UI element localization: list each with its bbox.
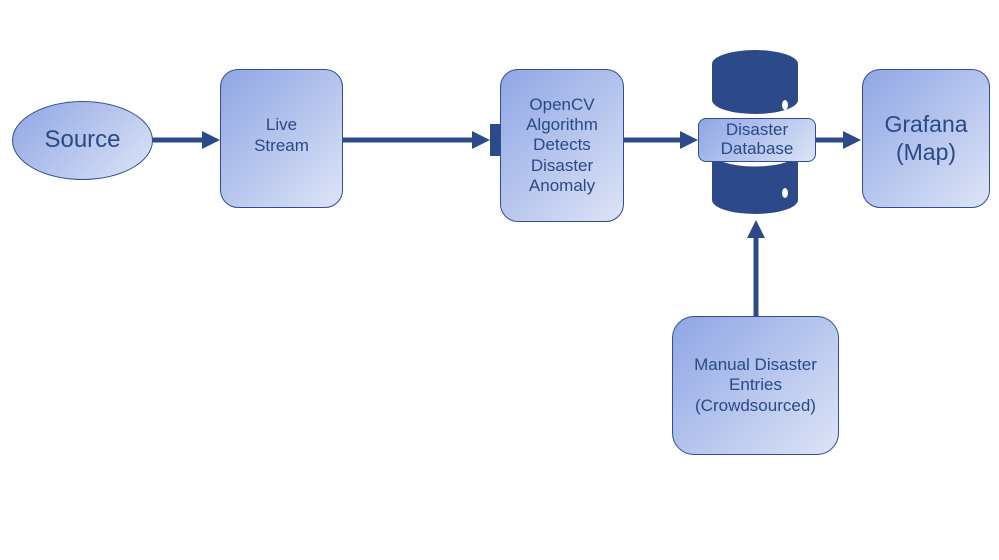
manual-entries-node[interactable]: Manual Disaster Entries (Crowdsourced) <box>672 316 839 455</box>
grafana-node[interactable]: Grafana (Map) <box>862 69 990 208</box>
live-stream-label: Live Stream <box>254 115 309 155</box>
edge-database-to-grafana <box>815 131 861 149</box>
database-label: Disaster Database <box>720 120 794 158</box>
manual-entries-label: Manual Disaster Entries (Crowdsourced) <box>694 354 817 415</box>
edge-manual-to-database <box>747 220 765 316</box>
source-node[interactable]: Source <box>12 101 153 180</box>
edge-source-to-live-stream <box>152 131 220 149</box>
edge-opencv-to-database <box>623 131 698 149</box>
edge-live-stream-to-opencv <box>342 124 501 156</box>
source-label: Source <box>44 126 121 154</box>
opencv-node[interactable]: OpenCV Algorithm Detects Disaster Anomal… <box>500 69 624 222</box>
database-icon <box>709 50 801 214</box>
opencv-label: OpenCV Algorithm Detects Disaster Anomal… <box>526 94 598 196</box>
grafana-label: Grafana (Map) <box>884 110 968 165</box>
live-stream-node[interactable]: Live Stream <box>220 69 343 208</box>
database-node[interactable]: Disaster Database <box>698 118 816 162</box>
